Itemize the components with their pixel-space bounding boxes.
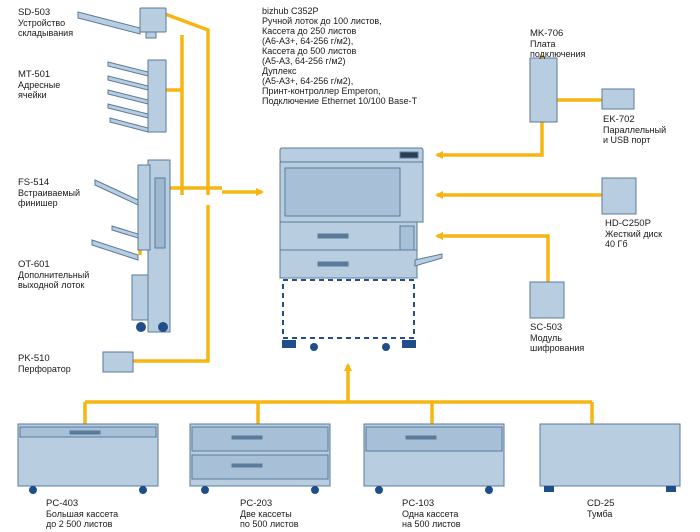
label-sc503-name: Модуль шифрования <box>530 333 585 353</box>
main-device-description: Ручной лоток до 100 листов, Кассета до 2… <box>262 16 418 106</box>
label-ot601-code: OT-601 <box>18 259 50 270</box>
label-cd25-name: Тумба <box>587 509 613 519</box>
label-mt501: MT-501 Адресные ячейки <box>18 69 61 101</box>
label-pk510-code: PK-510 <box>18 353 50 364</box>
label-ek702: EK-702 Параллельный и USB порт <box>603 114 667 146</box>
label-pc203: PC-203 Две кассеты по 500 листов <box>240 498 299 530</box>
pc103-unit <box>363 423 505 494</box>
label-sc503: SC-503 Модуль шифрования <box>530 322 585 354</box>
cd25-unit <box>539 423 681 492</box>
label-ek702-code: EK-702 <box>603 114 635 125</box>
label-ot601: OT-601 Дополнительный выходной лоток <box>18 259 90 291</box>
label-mk706: MK-706 Плата подключения <box>530 28 586 60</box>
pk510-device <box>102 351 134 373</box>
pc403-unit <box>17 423 159 494</box>
label-hdc250p-code: HD-C250P <box>605 218 651 229</box>
label-sc503-code: SC-503 <box>530 322 563 333</box>
main-mfp-optional-base <box>282 279 416 351</box>
label-pc103-name: Одна кассета на 500 листов <box>402 509 461 529</box>
ek702-device <box>601 88 635 110</box>
label-mt501-name: Адресные ячейки <box>18 80 61 100</box>
label-pc403-name: Большая кассета до 2 500 листов <box>46 509 119 529</box>
label-pc403: PC-403 Большая кассета до 2 500 листов <box>46 498 119 530</box>
connector-pk510 <box>133 205 210 363</box>
label-fs514-code: FS-514 <box>18 177 50 188</box>
label-mk706-name: Плата подключения <box>530 39 586 59</box>
main-device-name: bizhub C352P <box>262 6 319 16</box>
label-sd503-code: SD-503 <box>18 7 51 18</box>
label-pc403-code: PC-403 <box>46 498 79 509</box>
main-device-label: bizhub C352P Ручной лоток до 100 листов,… <box>262 6 417 106</box>
connector-lines <box>83 12 602 424</box>
hdc250p-device <box>601 177 637 215</box>
label-fs514-name: Встраиваемый финишер <box>18 188 81 208</box>
label-ot601-name: Дополнительный выходной лоток <box>18 270 90 290</box>
label-fs514: FS-514 Встраиваемый финишер <box>18 177 81 209</box>
label-pc203-code: PC-203 <box>240 498 273 509</box>
label-hdc250p-name: Жесткий диск 40 Гб <box>605 229 663 249</box>
label-sd503-name: Устройство складывания <box>18 18 74 38</box>
label-pc103-code: PC-103 <box>402 498 435 509</box>
connector-sd503 <box>164 12 210 195</box>
label-pc203-name: Две кассеты по 500 листов <box>240 509 299 529</box>
label-cd25: CD-25 Тумба <box>587 498 615 520</box>
label-pc103: PC-103 Одна кассета на 500 листов <box>402 498 461 530</box>
sd503-device <box>77 7 167 39</box>
label-pk510: PK-510 Перфоратор <box>18 353 71 375</box>
mt501-device <box>107 59 167 133</box>
ot601-tray <box>111 225 139 239</box>
pc203-unit <box>189 423 331 494</box>
label-pk510-name: Перфоратор <box>18 364 71 374</box>
main-mfp <box>279 147 443 279</box>
label-sd503: SD-503 Устройство складывания <box>18 7 74 39</box>
label-ek702-name: Параллельный и USB порт <box>603 125 667 145</box>
sc503-device <box>529 281 565 319</box>
connector-mk706 <box>435 55 544 159</box>
mk706-device <box>529 57 558 123</box>
label-mk706-code: MK-706 <box>530 28 564 39</box>
label-hdc250p: HD-C250P Жесткий диск 40 Гб <box>605 218 663 250</box>
label-cd25-code: CD-25 <box>587 498 615 509</box>
fs514-device <box>91 159 171 333</box>
label-mt501-code: MT-501 <box>18 69 51 80</box>
connector-sc503 <box>435 232 550 282</box>
